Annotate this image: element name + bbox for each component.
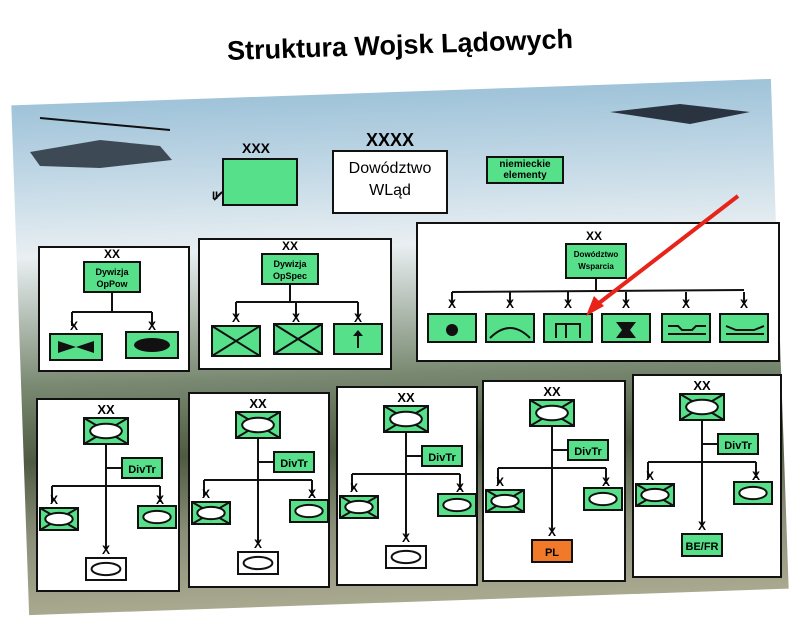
oppow-label-2: OpPow — [97, 279, 129, 289]
div5-sub-echelon-3: X — [698, 519, 706, 533]
support-label-2: Wsparcia — [578, 262, 614, 271]
support-sub-echelon-1: X — [448, 297, 456, 311]
div1-sub-2-oval — [143, 511, 170, 523]
opspec-echelon: XX — [282, 239, 298, 253]
support-sub-echelon-2: X — [506, 297, 514, 311]
support-sub-echelon-4: X — [622, 297, 630, 311]
div1-echelon: XX — [97, 402, 115, 417]
div4-sub-echelon-1: X — [496, 475, 504, 489]
div2-hq-oval — [242, 418, 274, 433]
div2-sub-echelon-2: X — [308, 487, 316, 501]
div5-hq-oval — [686, 400, 718, 415]
support-sub-echelon-3: X — [564, 297, 572, 311]
div1-sub-echelon-3: X — [102, 543, 110, 557]
div3-hq-oval — [390, 412, 422, 427]
div1-trans-label: DivTr — [128, 464, 156, 476]
div1-sub-echelon-2: X — [156, 493, 164, 507]
div1-sub-1-oval — [45, 513, 72, 525]
div2-sub-echelon-3: X — [254, 537, 262, 551]
div3-sub-echelon-3: X — [402, 531, 410, 545]
support-sub-5 — [662, 314, 710, 342]
div2-sub-2-oval — [295, 505, 322, 517]
div5-echelon: XX — [693, 378, 711, 393]
div3-sub-echelon-1: X — [350, 481, 358, 495]
div3-sub-3-oval — [392, 551, 421, 563]
div1-sub-3-oval — [92, 563, 121, 575]
battalion-tick — [214, 192, 222, 200]
div3-trans-label: DivTr — [428, 452, 456, 464]
div3-sub-1-oval — [345, 501, 372, 513]
aviation-symbol-2 — [134, 338, 170, 352]
support-sub-echelon-6: X — [740, 297, 748, 311]
opspec-sub-echelon-1: X — [232, 311, 240, 325]
div4-sub-1-oval — [491, 495, 518, 507]
artillery-dot — [446, 324, 458, 336]
div4-sub-echelon-2: X — [602, 475, 610, 489]
div4-trans-label: DivTr — [574, 446, 602, 458]
support-echelon: XX — [586, 229, 602, 243]
opspec-sub-echelon-3: X — [354, 311, 362, 325]
div5-sub-echelon-2: X — [752, 469, 760, 483]
helicopter-rotor — [40, 118, 170, 130]
div4-echelon: XX — [543, 384, 561, 399]
div2-sub-1-oval — [197, 507, 224, 519]
support-label-1: Dowództwo — [574, 250, 619, 259]
div5-sub-2-oval — [739, 487, 766, 499]
support-sub-3 — [544, 314, 592, 342]
support-sub-echelon-5: X — [682, 297, 690, 311]
div3-sub-2-oval — [443, 499, 470, 511]
div4-sub-2-oval — [589, 493, 616, 505]
div4-hq-oval — [536, 406, 568, 421]
div5-sub-echelon-1: X — [646, 469, 654, 483]
div1-hq-oval — [90, 424, 122, 439]
jet-silhouette — [610, 104, 750, 124]
div2-trans-label: DivTr — [280, 458, 308, 470]
support-bar — [452, 290, 744, 292]
helicopter-silhouette — [30, 140, 172, 168]
opspec-label-2: OpSpec — [273, 271, 307, 281]
opspec-sub-echelon-2: X — [292, 311, 300, 325]
div2-sub-echelon-1: X — [202, 487, 210, 501]
div5-sub-1-oval — [641, 489, 668, 501]
div4-sub-echelon-3: X — [548, 525, 556, 539]
div3-sub-echelon-2: X — [456, 481, 464, 495]
div2-echelon: XX — [249, 396, 267, 411]
opspec-label-1: Dywizja — [273, 259, 307, 269]
oppow-sub-echelon-2: X — [148, 319, 156, 333]
oppow-label-1: Dywizja — [95, 267, 129, 277]
div1-sub-echelon-1: X — [50, 493, 58, 507]
div5-sub-3-label: BE/FR — [686, 541, 719, 553]
div3-echelon: XX — [397, 390, 415, 405]
div4-sub-3-label: PL — [545, 547, 559, 559]
div2-sub-3-oval — [244, 557, 273, 569]
oppow-sub-echelon-1: X — [70, 319, 78, 333]
oppow-echelon: XX — [104, 247, 120, 261]
div5-trans-label: DivTr — [724, 440, 752, 452]
